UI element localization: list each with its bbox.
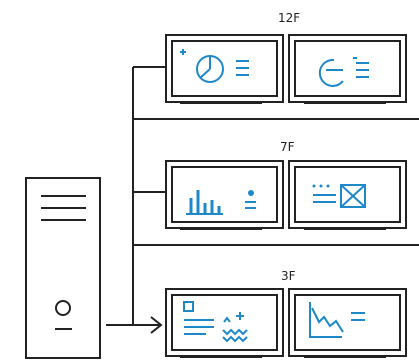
- server-tower: [25, 177, 101, 359]
- bar-chart-icon: [186, 190, 256, 215]
- monitor-3f-2: [288, 288, 407, 358]
- line-chart-icon: [309, 302, 365, 338]
- monitor-12f-1: [165, 34, 284, 104]
- floor-label-12f: 12F: [278, 11, 301, 25]
- monitor-7f-1: [165, 160, 284, 230]
- monitor-12f-2: [288, 34, 407, 104]
- donut-chart-icon: [318, 57, 369, 87]
- pie-chart-icon: [180, 49, 249, 83]
- document-icon: [312, 184, 366, 208]
- dashboard-icon: [183, 301, 248, 343]
- floor-label-3f: 3F: [281, 269, 296, 283]
- monitor-3f-1: [165, 288, 284, 358]
- floor-label-7f: 7F: [280, 140, 295, 154]
- monitor-7f-2: [288, 160, 407, 230]
- network-lines: [106, 66, 419, 334]
